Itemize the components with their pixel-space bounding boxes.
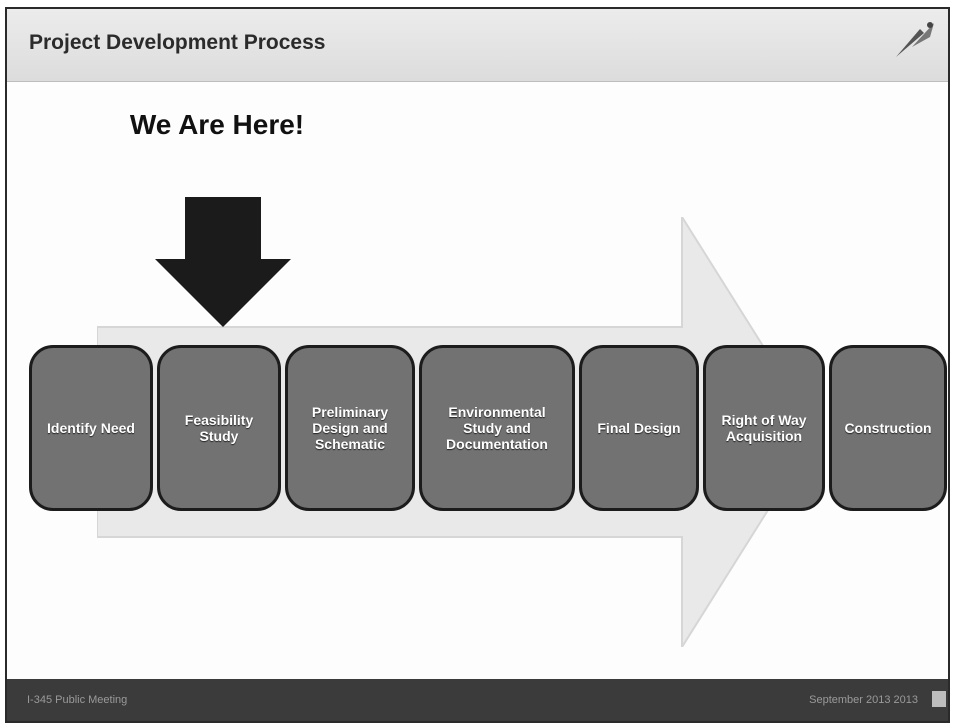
agency-logo-icon (896, 22, 934, 57)
step-construction: Construction (829, 345, 947, 511)
footer-date: September 2013 2013 (809, 694, 918, 706)
step-identify-need: Identify Need (29, 345, 153, 511)
we-are-here-callout: We Are Here! (129, 109, 305, 140)
step-environmental-study: Environmental Study and Documentation (419, 345, 575, 511)
process-steps: Identify Need Feasibility Study Prelimin… (7, 9, 948, 721)
page-marker (932, 691, 946, 707)
down-arrow-icon (155, 197, 291, 327)
slide: Project Development Process We Are Here!… (5, 7, 950, 723)
header-band (7, 9, 948, 82)
step-right-of-way: Right of Way Acquisition (703, 345, 825, 511)
footer-event: I-345 Public Meeting (27, 694, 128, 706)
step-preliminary-design: Preliminary Design and Schematic (285, 345, 415, 511)
page-title: Project Development Process (29, 31, 326, 54)
footer-bar: I-345 Public Meeting September 2013 2013 (7, 679, 948, 721)
step-feasibility-study: Feasibility Study (157, 345, 281, 511)
step-final-design: Final Design (579, 345, 699, 511)
